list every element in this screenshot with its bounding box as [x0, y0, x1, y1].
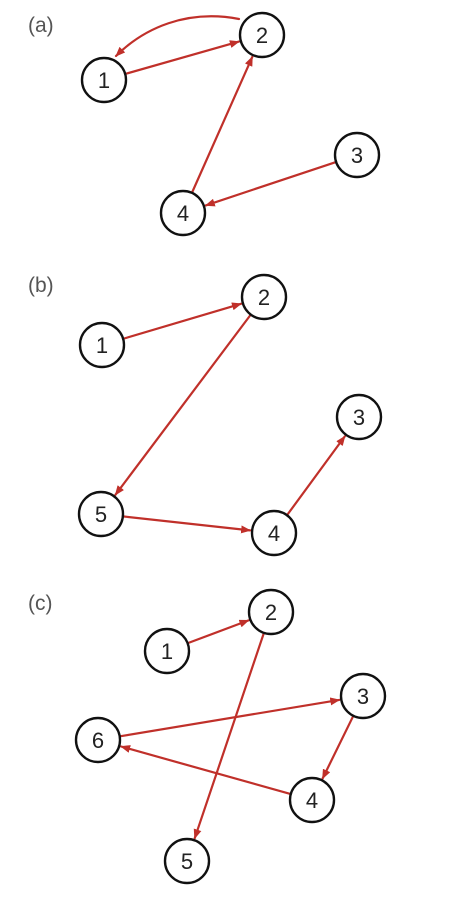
node-label: 2 [265, 600, 277, 625]
node-a-4: 4 [159, 189, 207, 237]
node-circle [78, 321, 126, 369]
node-c-4: 4 [288, 776, 336, 824]
node-c-2: 2 [247, 588, 295, 636]
panel-label-a: (a) [28, 14, 54, 37]
node-c-5: 5 [163, 837, 211, 885]
node-label: 4 [268, 521, 280, 546]
edges-layer [114, 15, 354, 840]
node-label: 1 [98, 68, 110, 93]
node-circle [247, 588, 295, 636]
edge-a-4-to-2 [191, 55, 254, 194]
node-label: 3 [357, 684, 369, 709]
panel-label-c: (c) [28, 592, 53, 615]
node-b-2: 2 [240, 273, 288, 321]
node-circle [163, 837, 211, 885]
edge-a-1-to-2 [124, 40, 240, 75]
node-label: 5 [181, 849, 193, 874]
node-a-1: 1 [80, 56, 128, 104]
node-label: 1 [96, 333, 108, 358]
node-c-3: 3 [339, 672, 387, 720]
edge-b-2-to-5 [114, 314, 252, 496]
node-label: 5 [95, 502, 107, 527]
node-circle [80, 56, 128, 104]
panel-label-b: (b) [28, 274, 54, 297]
node-circle [143, 627, 191, 675]
edge-c-6-to-3 [119, 697, 341, 738]
node-circle [74, 716, 122, 764]
node-label: 1 [161, 639, 173, 664]
node-circle [250, 509, 298, 557]
node-circle [339, 672, 387, 720]
node-label: 3 [351, 143, 363, 168]
node-label: 3 [353, 405, 365, 430]
node-label: 2 [258, 285, 270, 310]
node-circle [238, 11, 286, 59]
node-b-3: 3 [335, 393, 383, 441]
edge-b-1-to-2 [122, 302, 243, 340]
node-label: 2 [256, 23, 268, 48]
node-a-2: 2 [238, 11, 286, 59]
node-b-1: 1 [78, 321, 126, 369]
node-circle [159, 189, 207, 237]
node-circle [288, 776, 336, 824]
edge-c-2-to-5 [193, 632, 265, 840]
node-c-1: 1 [143, 627, 191, 675]
node-circle [240, 273, 288, 321]
edge-b-4-to-3 [286, 435, 346, 516]
edge-a-2-to-1 [114, 15, 241, 58]
node-circle [335, 393, 383, 441]
edge-c-4-to-6 [119, 745, 291, 795]
edge-a-3-to-4 [204, 161, 337, 207]
node-label: 4 [306, 788, 318, 813]
node-a-3: 3 [333, 131, 381, 179]
node-label: 6 [92, 728, 104, 753]
nodes-layer: 1 2 3 4 1 2 3 4 5 1 2 3 4 5 6 [74, 11, 387, 885]
node-circle [333, 131, 381, 179]
edge-c-3-to-4 [321, 715, 354, 780]
edge-c-1-to-2 [187, 619, 250, 645]
node-b-5: 5 [77, 490, 125, 538]
node-circle [77, 490, 125, 538]
node-c-6: 6 [74, 716, 122, 764]
node-b-4: 4 [250, 509, 298, 557]
edge-b-5-to-4 [122, 515, 252, 534]
node-label: 4 [177, 201, 189, 226]
